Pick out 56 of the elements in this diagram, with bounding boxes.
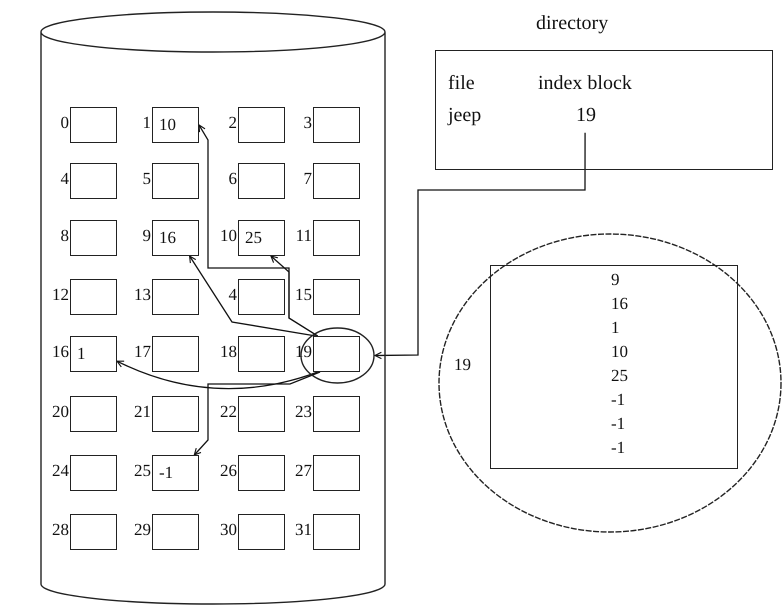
- arrow: [270, 255, 318, 337]
- arrow: [116, 360, 318, 390]
- block-number: 29: [134, 520, 151, 540]
- block-pointer: 9: [611, 270, 620, 290]
- block-number: 13: [134, 285, 151, 305]
- block-number: 22: [220, 402, 237, 422]
- block-number: 6: [228, 169, 237, 189]
- block-number: 30: [220, 520, 237, 540]
- column-header: index block: [538, 73, 632, 93]
- block-number: 18: [220, 342, 237, 362]
- block-number: 19: [454, 355, 471, 375]
- block-pointer: -1: [611, 438, 626, 458]
- block-number: 12: [52, 285, 69, 305]
- block-number: 26: [220, 461, 237, 481]
- block-number: 8: [60, 226, 69, 246]
- arrow: [374, 132, 586, 360]
- block-pointer: -1: [611, 390, 626, 410]
- block-number: 4: [60, 169, 69, 189]
- block-pointer: -1: [611, 414, 626, 434]
- column-header: file: [448, 73, 475, 93]
- block-value: 16: [159, 228, 176, 248]
- block-number: 5: [142, 169, 151, 189]
- block-pointer: 1: [611, 318, 620, 338]
- arrow: [194, 371, 320, 456]
- block-pointer: 10: [611, 342, 628, 362]
- block-number: 21: [134, 402, 151, 422]
- block-number: 1: [142, 113, 151, 133]
- block-number: 23: [295, 402, 312, 422]
- block-number: 31: [295, 520, 312, 540]
- index-block: [490, 265, 738, 469]
- block-number: 11: [296, 226, 312, 246]
- block-number: 0: [60, 113, 69, 133]
- block-number: 20: [52, 402, 69, 422]
- block-number: 24: [52, 461, 69, 481]
- block-number: 10: [220, 226, 237, 246]
- block-number: 25: [134, 461, 151, 481]
- block-number: 15: [295, 285, 312, 305]
- block-number: 7: [304, 169, 312, 189]
- block-number: 9: [142, 226, 151, 246]
- block-number: 28: [52, 520, 69, 540]
- block-number: 16: [52, 342, 69, 362]
- directory-heading: directory: [536, 13, 608, 33]
- block-number: 2: [228, 113, 237, 133]
- block-value: 10: [159, 115, 176, 135]
- table-cell: jeep: [448, 105, 482, 125]
- block-pointer: 25: [611, 366, 628, 386]
- block-value: 1: [77, 344, 86, 364]
- table-cell: 19: [576, 105, 596, 125]
- arrow: [189, 255, 316, 337]
- block-number: 4: [228, 285, 237, 305]
- block-pointer: 16: [611, 294, 628, 314]
- block-number: 3: [304, 113, 312, 133]
- block-number: 17: [134, 342, 151, 362]
- block-value: -1: [159, 463, 174, 483]
- block-value: 25: [245, 228, 262, 248]
- block-number: 27: [295, 461, 312, 481]
